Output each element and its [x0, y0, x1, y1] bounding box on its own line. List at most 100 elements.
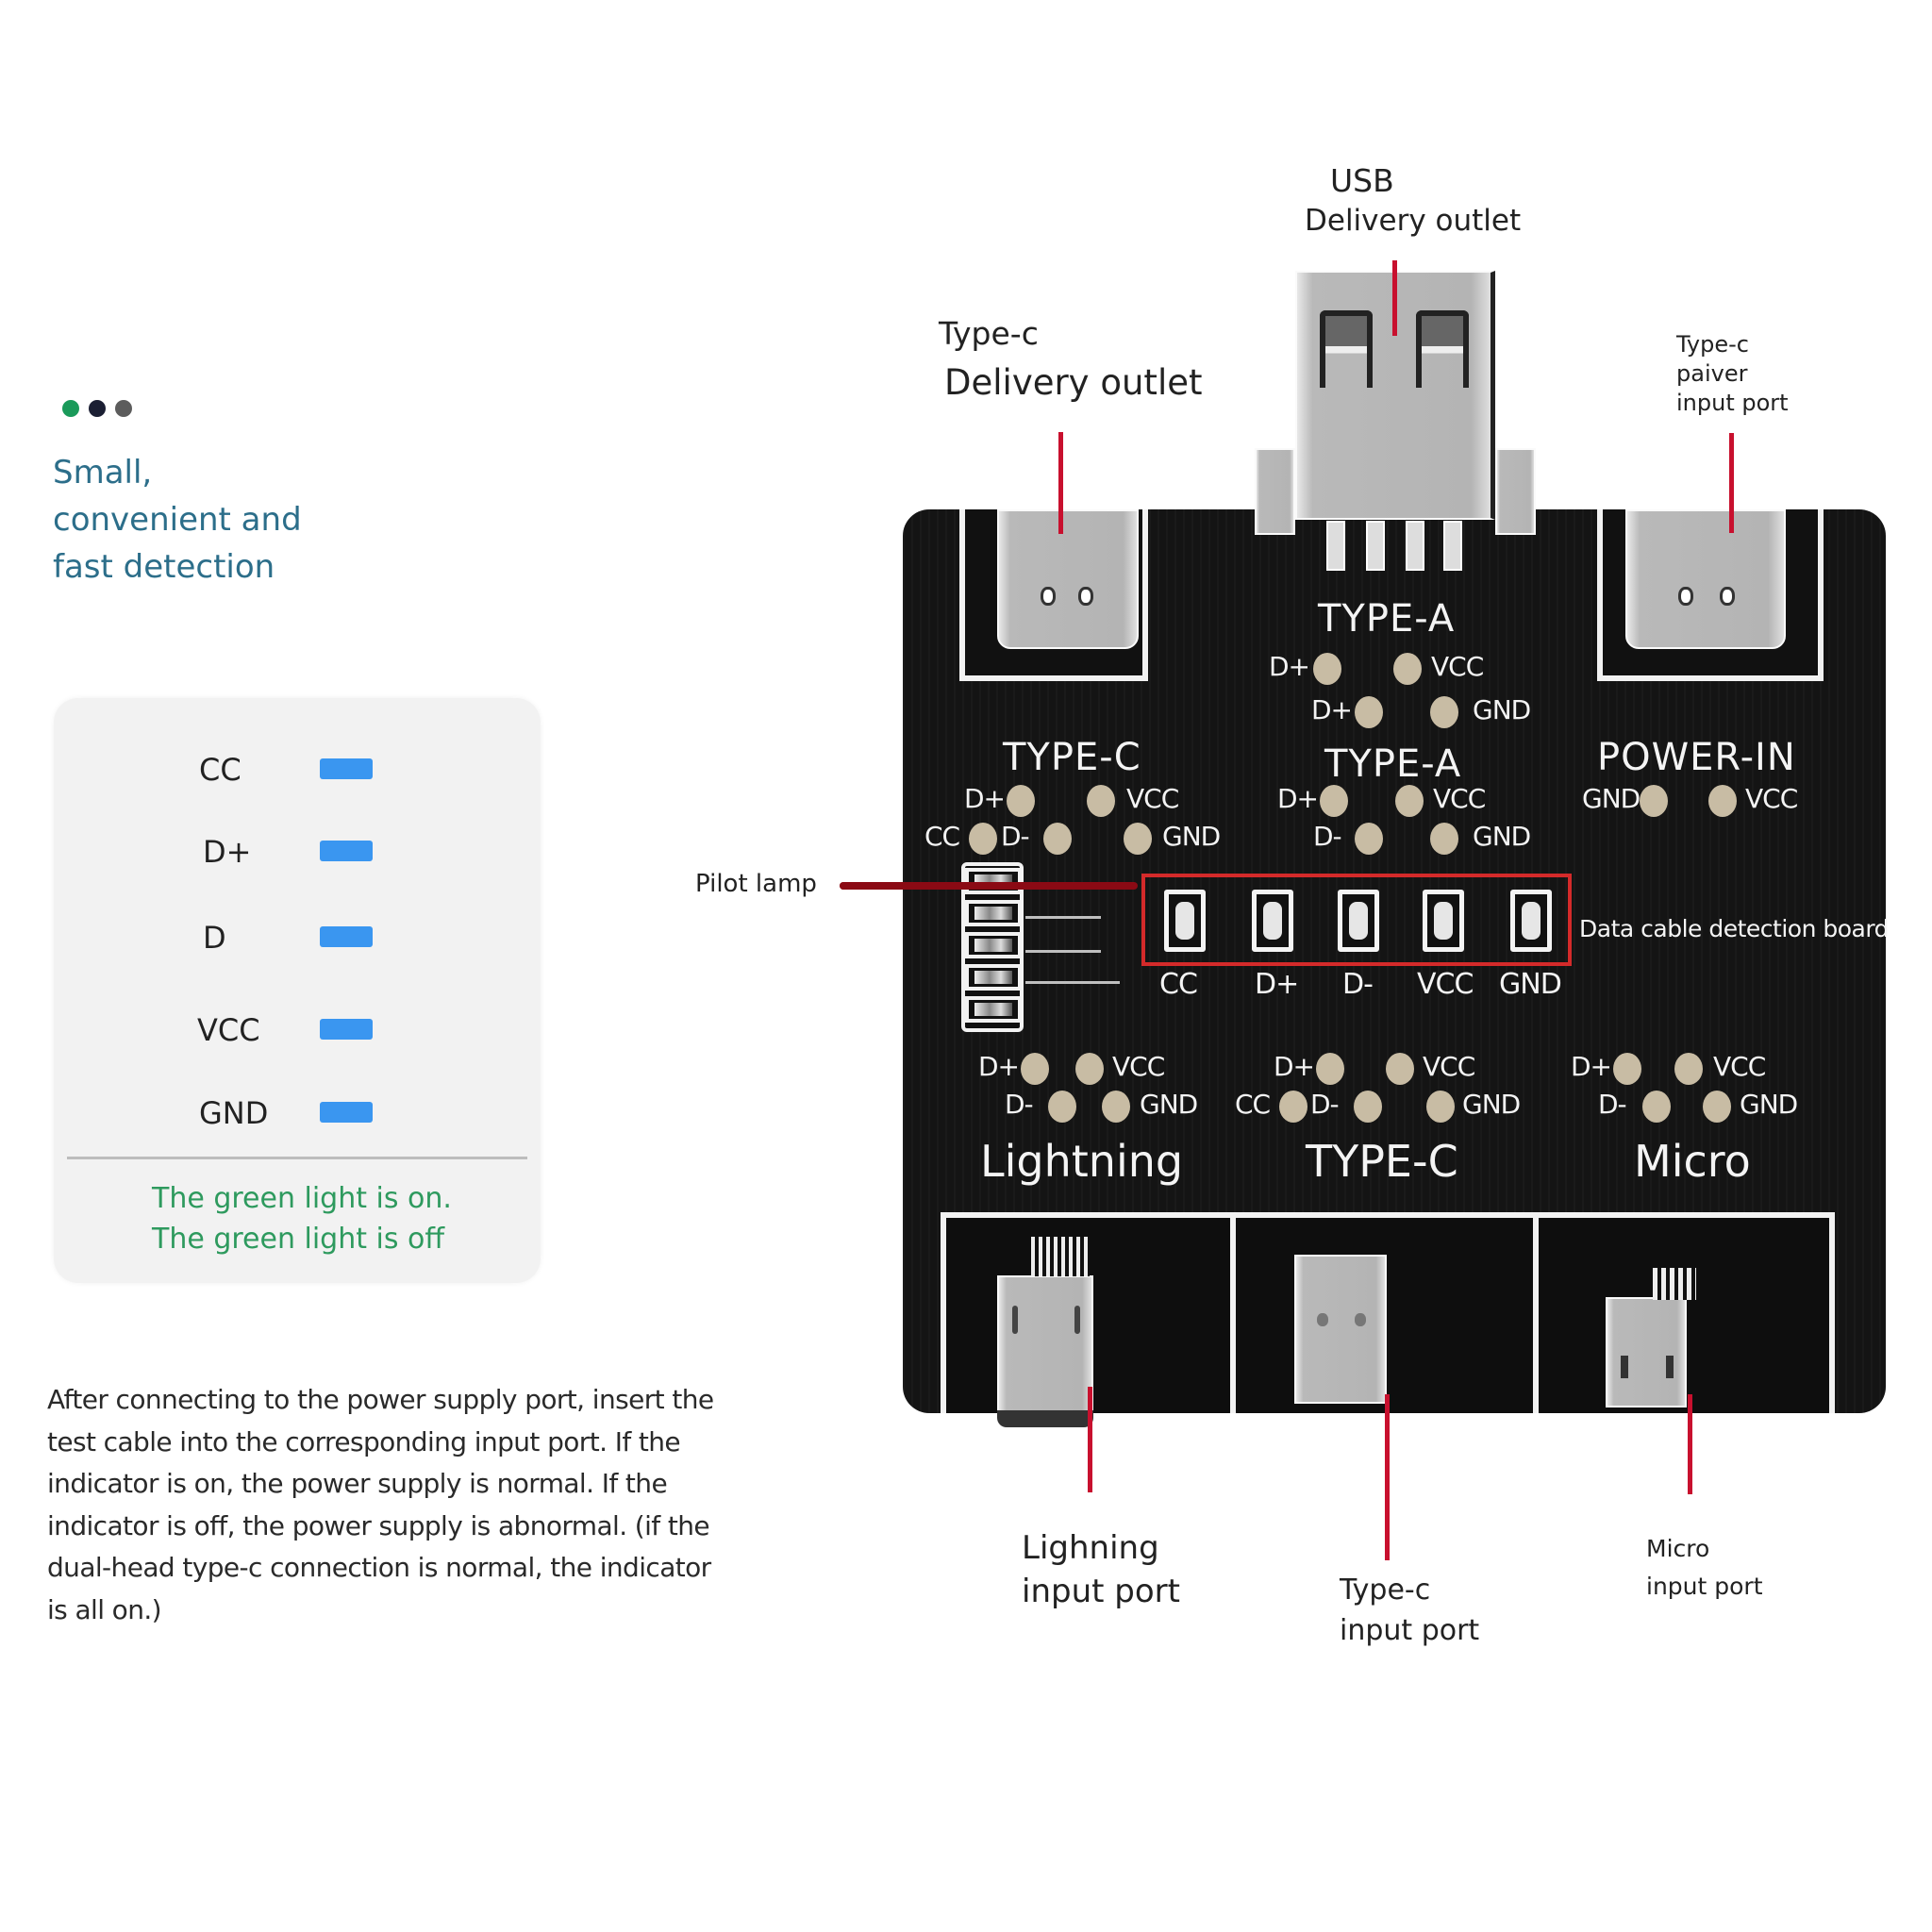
indicator-bar	[320, 758, 373, 779]
micro-input-callout: Micro input port	[1646, 1530, 1763, 1606]
typec-input-callout: Type-c input port	[1340, 1570, 1479, 1651]
led-label: D-	[1342, 968, 1374, 1001]
legend-row-dplus: D+	[54, 833, 541, 871]
solder-pad	[1087, 785, 1115, 817]
pin-label: CC	[924, 821, 960, 852]
solder-pad	[1395, 785, 1424, 817]
callout-line: input port	[1022, 1573, 1180, 1610]
callout-line: Type-c	[1676, 331, 1749, 358]
solder-pad	[1430, 823, 1458, 855]
detection-board-callout: Data cable detection board	[1579, 915, 1890, 942]
solder-pad	[1048, 1091, 1076, 1123]
detection-led-cc	[1164, 890, 1206, 952]
usb-a-pin	[1443, 521, 1462, 571]
solder-pad	[1703, 1091, 1731, 1123]
typec-outlet-connector[interactable]	[997, 509, 1139, 649]
pin-label: GND	[1582, 783, 1641, 814]
legend-row-gnd: GND	[54, 1094, 541, 1132]
micro-input-connector[interactable]	[1606, 1297, 1687, 1407]
pin-label: D-	[1313, 821, 1342, 852]
solder-pad	[969, 823, 997, 855]
solder-pad	[1043, 823, 1072, 855]
micro-input-leader	[1688, 1394, 1692, 1494]
frame-divider	[1230, 1212, 1236, 1413]
solder-pad	[1430, 696, 1458, 728]
solder-pad	[1640, 785, 1668, 817]
pin-label: GND	[1140, 1089, 1198, 1120]
legend-label: VCC	[197, 1012, 260, 1048]
connector-slot	[1666, 1356, 1674, 1378]
solder-pad	[1021, 1053, 1049, 1085]
frame-divider	[1533, 1212, 1539, 1413]
usb-a-pin	[1326, 521, 1345, 571]
usb-a-latch	[1416, 310, 1469, 388]
pin-label: VCC	[1431, 651, 1484, 682]
pin-label: VCC	[1745, 783, 1798, 814]
usb-a-flange-right	[1495, 448, 1536, 535]
mid-typea-title: TYPE-A	[1324, 742, 1462, 786]
typec-power-input-connector[interactable]	[1625, 509, 1786, 649]
instructions-paragraph: After connecting to the power supply por…	[47, 1384, 714, 1625]
solder-pad	[1674, 1053, 1703, 1085]
pin-label: D-	[1001, 821, 1030, 852]
callout-line: input port	[1340, 1614, 1480, 1647]
callout-line: paiver	[1676, 360, 1748, 387]
pin-label: D-	[1005, 1089, 1034, 1120]
connector-slot	[1621, 1356, 1628, 1378]
pin-label: GND	[1162, 821, 1221, 852]
pin-label: GND	[1473, 694, 1531, 725]
top-typea-title: TYPE-A	[1318, 597, 1456, 641]
legend-divider	[67, 1157, 527, 1159]
typec-power-input-leader-front	[1729, 433, 1734, 533]
connector-slot	[1012, 1306, 1018, 1334]
pilot-lamp-led	[965, 932, 1022, 958]
solder-pad	[1708, 785, 1737, 817]
pin-label: GND	[1740, 1089, 1798, 1120]
solder-pad	[1316, 1053, 1344, 1085]
detection-led-dplus	[1252, 890, 1293, 952]
pilot-lamp-callout: Pilot lamp	[695, 870, 817, 898]
lightning-input-connector[interactable]	[997, 1275, 1093, 1426]
typec-input-connector[interactable]	[1294, 1255, 1387, 1404]
pin-label: GND	[1462, 1089, 1521, 1120]
solder-pad	[1007, 785, 1035, 817]
lightning-connector-lip	[997, 1410, 1093, 1427]
pin-label: D-	[1598, 1089, 1627, 1120]
callout-line: Micro	[1646, 1535, 1710, 1562]
usb-a-pin	[1406, 521, 1424, 571]
legend-row-d: D	[54, 919, 541, 957]
pin-label: VCC	[1713, 1051, 1766, 1082]
pin-label: VCC	[1423, 1051, 1475, 1082]
pcb-trace	[1025, 950, 1101, 953]
green-dot	[62, 400, 79, 417]
led-label: CC	[1159, 968, 1198, 1001]
solder-pad	[1355, 823, 1383, 855]
pin-label: D+	[1277, 783, 1319, 814]
lightning-input-callout: Lighning input port	[1022, 1526, 1180, 1613]
pin-label: D+	[1269, 651, 1310, 682]
pin-label: D+	[1311, 694, 1353, 725]
connector-hole	[1317, 1313, 1328, 1326]
tagline-heading: Small, convenient and fast detection	[53, 449, 355, 591]
pin-label: D-	[1310, 1089, 1340, 1120]
legend-note-off: The green light is off	[152, 1223, 445, 1256]
pin-label: D+	[978, 1051, 1020, 1082]
legend-label: CC	[199, 752, 242, 788]
callout-line: input port	[1646, 1573, 1763, 1600]
callout-line: input port	[1676, 390, 1789, 416]
usb-outlet-callout-sub: Delivery outlet	[1305, 204, 1522, 238]
mid-typec-title: TYPE-C	[1003, 736, 1141, 779]
indicator-bar	[320, 1102, 373, 1123]
pin-label: D+	[964, 783, 1006, 814]
led-label: GND	[1499, 968, 1562, 1001]
micro-pins	[1653, 1268, 1696, 1300]
usb-a-pin	[1366, 521, 1385, 571]
detection-led-dminus	[1338, 890, 1379, 952]
solder-pad	[1124, 823, 1152, 855]
legend-row-vcc: VCC	[54, 1011, 541, 1049]
legend-label: D+	[203, 834, 252, 870]
legend-label: D	[203, 920, 226, 956]
pcb-trace	[1025, 981, 1120, 984]
legend-label: GND	[199, 1095, 269, 1131]
pilot-lamp-led	[965, 964, 1022, 991]
